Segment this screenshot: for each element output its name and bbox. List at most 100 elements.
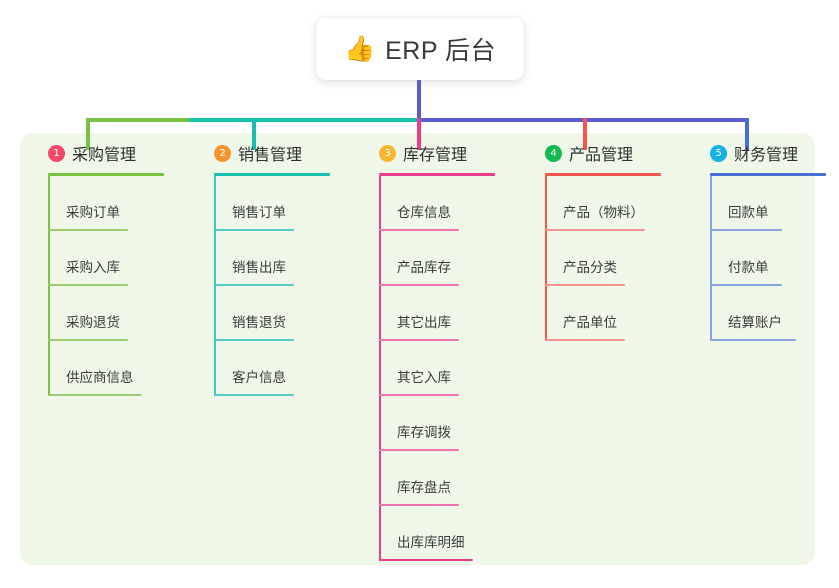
list-item-label: 结算账户 bbox=[728, 315, 782, 330]
list-item-underline bbox=[214, 229, 294, 231]
list-item-underline bbox=[214, 339, 294, 341]
list-item-label: 采购退货 bbox=[66, 315, 120, 330]
branch-rail-1 bbox=[48, 176, 50, 396]
branch-header-2[interactable]: 2 销售管理 bbox=[196, 140, 346, 166]
branches-panel bbox=[20, 133, 815, 565]
branch-title-3: 库存管理 bbox=[403, 147, 468, 164]
list-item[interactable]: 销售出库 bbox=[196, 231, 346, 286]
branch-column-4: 4 产品管理 产品（物料） 产品分类 产品单位 bbox=[527, 140, 687, 341]
branch-items-1: 采购订单 采购入库 采购退货 供应商信息 bbox=[30, 176, 180, 396]
list-item-label: 产品库存 bbox=[397, 260, 451, 275]
branch-header-4[interactable]: 4 产品管理 bbox=[527, 140, 687, 166]
list-item-underline bbox=[379, 339, 459, 341]
branch-rail-2 bbox=[214, 176, 216, 396]
list-item-label: 采购订单 bbox=[66, 205, 120, 220]
list-item-underline bbox=[710, 339, 796, 341]
branch-underline-4 bbox=[545, 173, 661, 176]
list-item-underline bbox=[48, 284, 128, 286]
list-item-label: 销售订单 bbox=[232, 205, 286, 220]
branch-rail-5 bbox=[710, 176, 712, 341]
list-item[interactable]: 产品（物料） bbox=[527, 176, 687, 231]
list-item[interactable]: 产品库存 bbox=[361, 231, 511, 286]
branch-title-4: 产品管理 bbox=[569, 147, 634, 164]
list-item[interactable]: 产品分类 bbox=[527, 231, 687, 286]
trunk-vertical bbox=[417, 80, 421, 121]
branch-badge-3: 3 bbox=[379, 144, 396, 162]
branch-title-2: 销售管理 bbox=[238, 147, 303, 164]
list-item-label: 产品分类 bbox=[563, 260, 617, 275]
branch-items-5: 回款单 付款单 结算账户 bbox=[692, 176, 839, 341]
list-item[interactable]: 采购退货 bbox=[30, 286, 180, 341]
list-item-underline bbox=[379, 229, 459, 231]
list-item-underline bbox=[710, 284, 782, 286]
branch-header-5[interactable]: 5 财务管理 bbox=[692, 140, 839, 166]
list-item-underline bbox=[545, 284, 625, 286]
list-item[interactable]: 产品单位 bbox=[527, 286, 687, 341]
branch-items-4: 产品（物料） 产品分类 产品单位 bbox=[527, 176, 687, 341]
list-item-underline bbox=[48, 394, 142, 396]
branch-column-2: 2 销售管理 销售订单 销售出库 销售退货 客户信息 bbox=[196, 140, 346, 396]
list-item[interactable]: 付款单 bbox=[692, 231, 839, 286]
list-item-underline bbox=[379, 449, 459, 451]
list-item-label: 回款单 bbox=[728, 205, 769, 220]
branch-column-5: 5 财务管理 回款单 付款单 结算账户 bbox=[692, 140, 839, 341]
branch-title-1: 采购管理 bbox=[72, 147, 137, 164]
list-item[interactable]: 仓库信息 bbox=[361, 176, 511, 231]
list-item-label: 仓库信息 bbox=[397, 205, 451, 220]
list-item-label: 出库库明细 bbox=[397, 535, 465, 550]
list-item-label: 客户信息 bbox=[232, 370, 286, 385]
list-item[interactable]: 销售订单 bbox=[196, 176, 346, 231]
list-item-label: 付款单 bbox=[728, 260, 769, 275]
branch-title-5: 财务管理 bbox=[734, 147, 799, 164]
list-item-label: 产品单位 bbox=[563, 315, 617, 330]
list-item[interactable]: 采购入库 bbox=[30, 231, 180, 286]
branch-header-3[interactable]: 3 库存管理 bbox=[361, 140, 511, 166]
list-item-label: 库存盘点 bbox=[397, 480, 451, 495]
branch-items-2: 销售订单 销售出库 销售退货 客户信息 bbox=[196, 176, 346, 396]
list-item[interactable]: 销售退货 bbox=[196, 286, 346, 341]
list-item-label: 销售出库 bbox=[232, 260, 286, 275]
horizontal-bus bbox=[86, 118, 749, 122]
branch-items-3: 仓库信息 产品库存 其它出库 其它入库 库存调拨 库存盘点 bbox=[361, 176, 511, 561]
list-item[interactable]: 客户信息 bbox=[196, 341, 346, 396]
branch-header-1[interactable]: 1 采购管理 bbox=[30, 140, 180, 166]
list-item-label: 采购入库 bbox=[66, 260, 120, 275]
list-item-underline bbox=[545, 229, 645, 231]
list-item[interactable]: 采购订单 bbox=[30, 176, 180, 231]
list-item[interactable]: 结算账户 bbox=[692, 286, 839, 341]
list-item-underline bbox=[214, 284, 294, 286]
branch-underline-3 bbox=[379, 173, 495, 176]
list-item-label: 其它出库 bbox=[397, 315, 451, 330]
list-item[interactable]: 其它入库 bbox=[361, 341, 511, 396]
list-item[interactable]: 库存盘点 bbox=[361, 451, 511, 506]
list-item-label: 库存调拨 bbox=[397, 425, 451, 440]
branch-underline-5 bbox=[710, 173, 826, 176]
list-item-underline bbox=[710, 229, 782, 231]
branch-underline-1 bbox=[48, 173, 164, 176]
branch-badge-4: 4 bbox=[545, 144, 562, 162]
list-item-underline bbox=[379, 559, 473, 561]
branch-badge-2: 2 bbox=[214, 144, 231, 162]
list-item-label: 其它入库 bbox=[397, 370, 451, 385]
branch-column-3: 3 库存管理 仓库信息 产品库存 其它出库 其它入库 库存调拨 bbox=[361, 140, 511, 561]
list-item-label: 产品（物料） bbox=[563, 205, 644, 220]
list-item[interactable]: 回款单 bbox=[692, 176, 839, 231]
root-node-card[interactable]: 👍 ERP 后台 bbox=[316, 18, 524, 80]
list-item[interactable]: 出库库明细 bbox=[361, 506, 511, 561]
list-item-label: 供应商信息 bbox=[66, 370, 134, 385]
list-item[interactable]: 供应商信息 bbox=[30, 341, 180, 396]
list-item-underline bbox=[379, 394, 459, 396]
list-item-underline bbox=[214, 394, 294, 396]
list-item-underline bbox=[48, 339, 128, 341]
branch-rail-4 bbox=[545, 176, 547, 341]
list-item[interactable]: 其它出库 bbox=[361, 286, 511, 341]
branch-column-1: 1 采购管理 采购订单 采购入库 采购退货 供应商信息 bbox=[30, 140, 180, 396]
list-item[interactable]: 库存调拨 bbox=[361, 396, 511, 451]
branch-badge-1: 1 bbox=[48, 144, 65, 162]
list-item-label: 销售退货 bbox=[232, 315, 286, 330]
branch-rail-3 bbox=[379, 176, 381, 561]
list-item-underline bbox=[545, 339, 625, 341]
list-item-underline bbox=[48, 229, 128, 231]
list-item-underline bbox=[379, 504, 459, 506]
